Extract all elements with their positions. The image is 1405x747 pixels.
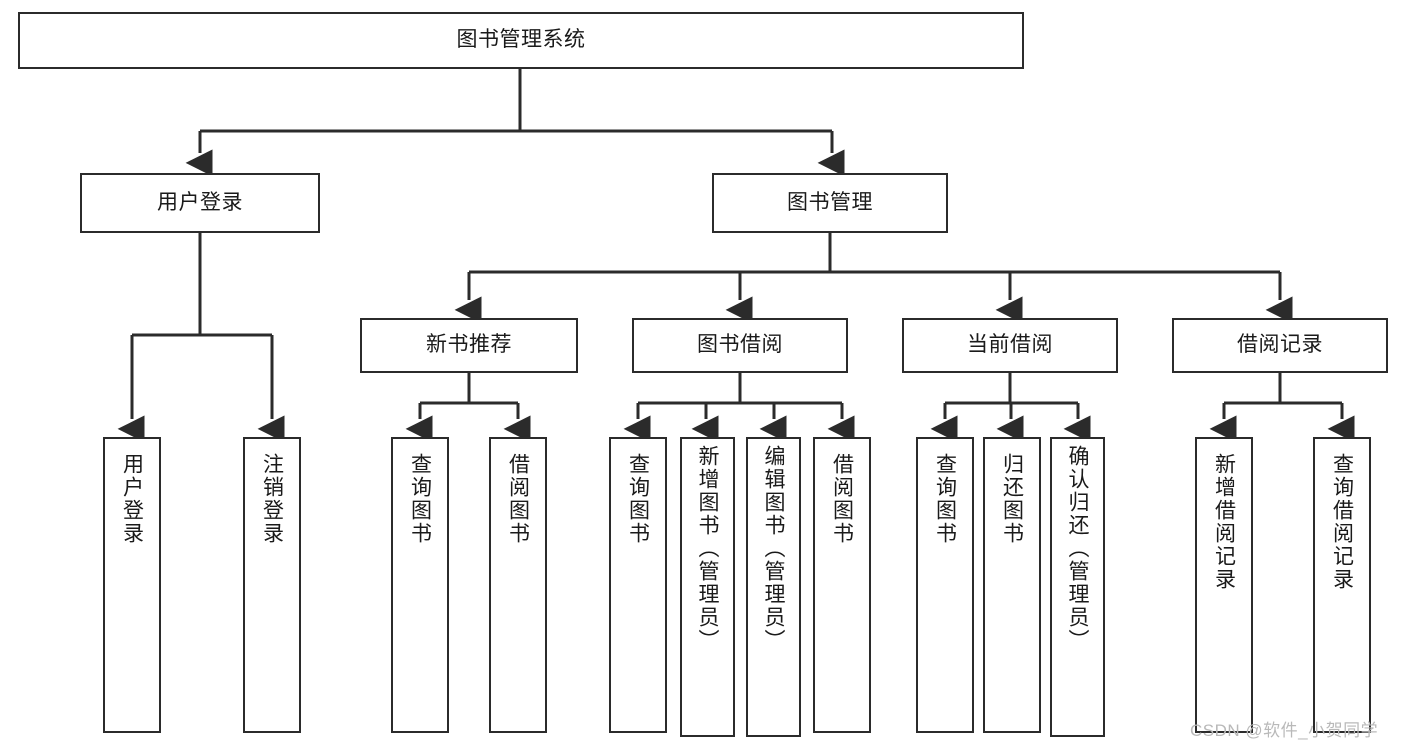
node-leaf-borrow-book-1[interactable]: 借阅图书 [489, 437, 547, 733]
node-book-management[interactable]: 图书管理 [712, 173, 948, 233]
node-leaf-query-book-1[interactable]: 查询图书 [391, 437, 449, 733]
node-borrow-record[interactable]: 借阅记录 [1172, 318, 1388, 373]
node-borrow-record-label: 借阅记录 [1237, 333, 1323, 357]
node-leaf-query-record-label: 查询借阅记录 [1330, 453, 1354, 591]
node-leaf-add-record-label: 新增借阅记录 [1212, 453, 1236, 591]
node-leaf-query-book-2[interactable]: 查询图书 [609, 437, 667, 733]
node-new-book-recommend[interactable]: 新书推荐 [360, 318, 578, 373]
node-leaf-query-book-2-label: 查询图书 [626, 453, 650, 545]
node-leaf-add-book[interactable]: 新增图书（管理员） [680, 437, 735, 737]
node-leaf-return-book[interactable]: 归还图书 [983, 437, 1041, 733]
node-leaf-borrow-book-2[interactable]: 借阅图书 [813, 437, 871, 733]
node-leaf-add-record[interactable]: 新增借阅记录 [1195, 437, 1253, 733]
node-leaf-user-login[interactable]: 用户登录 [103, 437, 161, 733]
node-book-management-label: 图书管理 [787, 190, 873, 214]
node-current-borrow-label: 当前借阅 [967, 333, 1053, 357]
node-root-label: 图书管理系统 [456, 28, 586, 52]
node-leaf-logout-label: 注销登录 [260, 453, 284, 545]
node-leaf-query-book-1-label: 查询图书 [408, 453, 432, 545]
node-leaf-confirm-return-label: 确认归还（管理员） [1066, 445, 1090, 652]
node-new-book-recommend-label: 新书推荐 [426, 333, 512, 357]
node-leaf-borrow-book-2-label: 借阅图书 [830, 453, 854, 545]
node-leaf-query-record[interactable]: 查询借阅记录 [1313, 437, 1371, 733]
node-leaf-edit-book[interactable]: 编辑图书（管理员） [746, 437, 801, 737]
node-leaf-query-book-3-label: 查询图书 [933, 453, 957, 545]
node-leaf-logout[interactable]: 注销登录 [243, 437, 301, 733]
node-leaf-add-book-label: 新增图书（管理员） [696, 445, 720, 652]
node-user-login[interactable]: 用户登录 [80, 173, 320, 233]
node-leaf-query-book-3[interactable]: 查询图书 [916, 437, 974, 733]
node-current-borrow[interactable]: 当前借阅 [902, 318, 1118, 373]
node-leaf-edit-book-label: 编辑图书（管理员） [762, 445, 786, 652]
node-user-login-label: 用户登录 [157, 190, 243, 214]
csdn-watermark: CSDN @软件_小贺同学 [1190, 721, 1379, 740]
node-leaf-return-book-label: 归还图书 [1000, 453, 1024, 545]
node-leaf-confirm-return[interactable]: 确认归还（管理员） [1050, 437, 1105, 737]
node-root[interactable]: 图书管理系统 [18, 12, 1024, 69]
node-leaf-borrow-book-1-label: 借阅图书 [506, 453, 530, 545]
node-book-borrow[interactable]: 图书借阅 [632, 318, 848, 373]
node-leaf-user-login-label: 用户登录 [120, 453, 144, 545]
node-book-borrow-label: 图书借阅 [697, 333, 783, 357]
